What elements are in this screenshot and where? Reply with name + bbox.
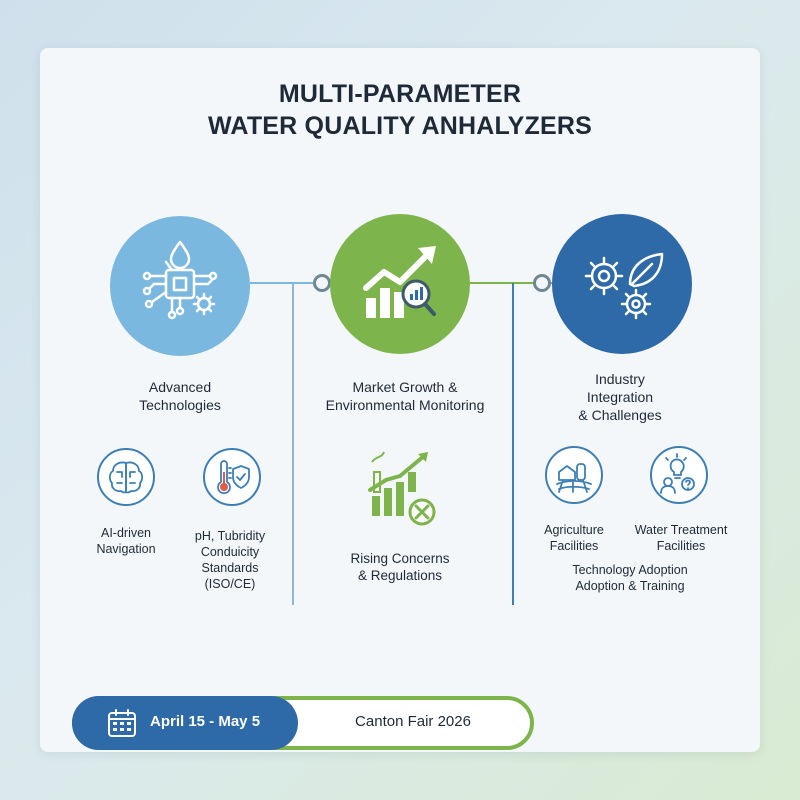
infographic-card <box>40 48 760 752</box>
ph-turbidity-label: pH, Tubridity Conduicity Standards (ISO/… <box>194 529 266 591</box>
thermometer-shield-icon <box>217 460 250 495</box>
connector-knob-left <box>313 274 331 292</box>
growth-chart-magnifier-icon <box>363 246 436 318</box>
farm-icon <box>556 463 592 493</box>
col-1-title: Advanced Technologies <box>139 379 221 413</box>
agriculture-label: Agriculture Facilities <box>544 523 604 553</box>
page-title: MULTI-PARAMETER WATER QUALITY ANHALYZERS <box>0 78 800 142</box>
brain-circuit-icon-wrap <box>97 448 155 506</box>
person-lightbulb-icon-wrap <box>650 446 708 504</box>
col-3-title: Industry Integration & Challenges <box>578 371 662 423</box>
divider-right <box>512 283 514 605</box>
gears-leaf-icon <box>584 252 664 320</box>
factory-chart-x-icon <box>368 451 436 526</box>
factory-chart-x-icon-wrap <box>362 446 442 526</box>
chip-water-drop-gear-icon <box>142 240 218 320</box>
person-lightbulb-icon <box>660 453 695 494</box>
market-growth-circle <box>330 214 470 354</box>
water-treatment-label: Water Treatment Facilities <box>634 523 728 553</box>
divider-left <box>292 283 294 605</box>
ai-navigation-label: AI-driven Navigation <box>96 526 156 556</box>
col-2-title: Market Growth & Environmental Monitoring <box>325 379 485 413</box>
industry-integration-circle <box>552 214 692 354</box>
connector-knob-right <box>533 274 551 292</box>
technology-adoption-label: Technology Adoption Adoption & Training <box>572 563 688 593</box>
advanced-technologies-circle <box>110 216 250 356</box>
connector-right <box>470 282 552 284</box>
calendar-icon <box>106 707 138 739</box>
connector-left <box>250 282 330 284</box>
rising-concerns-label: Rising Concerns & Regulations <box>350 551 450 583</box>
title-line-2: WATER QUALITY ANHALYZERS <box>208 112 592 140</box>
date-range-text: April 15 - May 5 <box>150 713 261 730</box>
brain-circuit-icon <box>108 461 144 494</box>
thermometer-shield-icon-wrap <box>203 448 261 506</box>
title-line-1: MULTI-PARAMETER <box>278 80 522 108</box>
event-name-text: Canton Fair 2026 <box>355 713 471 730</box>
farm-icon-wrap <box>545 446 603 504</box>
